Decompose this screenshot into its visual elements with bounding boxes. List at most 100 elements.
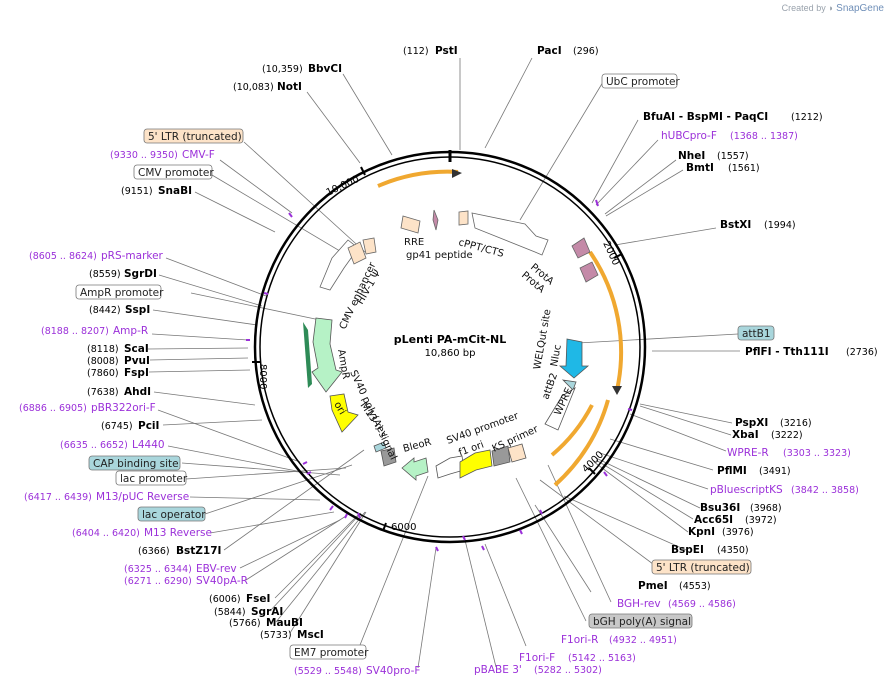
enzyme-bmti[interactable]: BmtI (1561) [686,162,760,174]
enzyme-bfuai[interactable]: BfuAI - BspMI - PaqCI(1212) [643,111,823,123]
enzyme-name: BmtI [686,162,714,174]
primer-name: pRS-marker [101,250,164,262]
enzyme-pos: (112) [403,46,429,57]
enzyme-pos: (7638) [87,387,119,398]
enzyme-scai[interactable]: (8118)ScaI [87,343,149,355]
primer-wpre-r[interactable]: WPRE-R(3303 .. 3323) [727,447,851,459]
primer-sv40pa-r[interactable]: (6271 .. 6290)SV40pA-R [124,575,248,587]
enzyme-pspxi[interactable]: PspXI(3216) [735,417,812,429]
enzyme-psti[interactable]: (112) PstI [403,45,458,57]
box-em7-promoter[interactable]: EM7 promoter [289,644,369,660]
enzyme-pos: (1561) [728,163,760,174]
enzyme-name: PflMI [717,465,747,477]
primer-l4440[interactable]: (6635 .. 6652)L4440 [60,439,165,451]
inner-label-attb2: attB2 [540,372,560,401]
enzyme-xbai[interactable]: XbaI(3222) [732,429,803,441]
primer-pos: (6417 .. 6439) [24,492,92,503]
primer-m13-puc-reverse[interactable]: (6417 .. 6439)M13/pUC Reverse [24,491,189,503]
enzyme-pflmi[interactable]: PflMI(3491) [717,465,791,477]
primer-name: Amp-R [113,325,148,337]
boxed-labels: UbC promoter 5' LTR (truncated) CMV prom… [75,73,775,660]
enzyme-name: PciI [138,420,159,432]
primer-name: EBV-rev [196,563,237,575]
enzyme-name: XbaI [732,429,759,441]
enzyme-sgrdi[interactable]: (8559)SgrDI [89,268,157,280]
enzyme-pmei[interactable]: PmeI(4553) [638,580,711,592]
tick-marks [252,166,623,532]
enzyme-pos: (8559) [89,269,121,280]
credit-brand: SnapGene [836,3,884,14]
primer-cmv-f[interactable]: (9330 .. 9350)CMV-F [110,149,215,161]
box-label: lac operator [142,509,206,521]
snapgene-credit: Created by ◗ SnapGene [782,3,884,14]
enzyme-maubi[interactable]: (5766)MauBI [229,617,303,629]
primer-hubcpro-f[interactable]: hUBCpro-F(1368 .. 1387) [661,130,798,142]
enzyme-bsu36i[interactable]: Bsu36I(3968) [700,502,782,514]
enzyme-pos: (296) [573,46,599,57]
enzyme-pos: (10,359) [262,64,303,75]
enzyme-pcii[interactable]: (6745)PciI [101,420,159,432]
enzyme-pvui[interactable]: (8008)PvuI [87,355,150,367]
box-lac-promoter[interactable]: lac promoter [115,470,188,486]
enzyme-pos: (9151) [121,186,153,197]
enzyme-kpni[interactable]: KpnI(3976) [688,526,754,538]
box-cap-binding[interactable]: CAP binding site [88,455,181,471]
primer-pbr322ori-f[interactable]: (6886 .. 6905)pBR322ori-F [19,402,156,414]
enzyme-name: PstI [435,45,458,57]
enzyme-fsei[interactable]: (6006)FseI [209,593,270,605]
primer-pbluescriptks[interactable]: pBluescriptKS(3842 .. 3858) [710,484,859,496]
enzyme-pos: (4553) [679,581,711,592]
enzyme-name: BspEI [671,544,704,556]
box-5ltr-bottom[interactable]: 5' LTR (truncated) [651,559,752,575]
enzyme-bstz17i[interactable]: (6366)BstZ17I [138,545,221,557]
enzyme-pos: (1212) [791,112,823,123]
primer-sv40pro-f[interactable]: (5529 .. 5548)SV40pro-F [294,665,420,677]
primer-pos: (6325 .. 6344) [124,564,192,575]
box-ubc-promoter[interactable]: UbC promoter [601,73,680,89]
box-attb1[interactable]: attB1 [737,325,775,341]
enzyme-bbvci[interactable]: (10,359)BbvCI [262,63,342,75]
primer-amp-r[interactable]: (8188 .. 8207)Amp-R [41,325,148,337]
primer-name: pBluescriptKS [710,484,783,496]
inner-label-ampr: AmpR [335,349,351,380]
enzyme-msci[interactable]: (5733)MscI [260,629,324,641]
enzyme-sgrai[interactable]: (5844)SgrAI [214,606,283,618]
enzyme-bstxi[interactable]: BstXI(1994) [720,219,796,231]
primer-name: M13 Reverse [144,527,212,539]
enzyme-pos: (3968) [750,503,782,514]
enzyme-nhei[interactable]: NheI(1557) [678,150,749,162]
box-label: CAP binding site [93,458,179,470]
enzyme-sspi[interactable]: (8442)SspI [89,304,150,316]
primer-f1ori-r[interactable]: F1ori-R(4932 .. 4951) [561,634,677,646]
primer-name: hUBCpro-F [661,130,717,142]
enzyme-name: PflFI - Tth111I [745,346,829,358]
enzyme-snabi[interactable]: (9151) SnaBI [121,185,192,197]
enzyme-ahdi[interactable]: (7638)AhdI [87,386,151,398]
box-lac-operator[interactable]: lac operator [137,506,206,522]
enzyme-acc65i[interactable]: Acc65I(3972) [694,514,777,526]
primer-pbabe-3[interactable]: pBABE 3'(5282 .. 5302) [474,664,602,676]
enzyme-pos: (7860) [87,368,119,379]
enzyme-name: MscI [297,629,324,641]
box-ampr-promoter[interactable]: AmpR promoter [75,284,164,300]
primer-prs-marker[interactable]: (8605 .. 8624)pRS-marker [29,250,164,262]
enzyme-pflfi[interactable]: PflFI - Tth111I(2736) [745,346,878,358]
primer-bgh-rev[interactable]: BGH-rev(4569 .. 4586) [617,598,736,610]
primer-pos: (5142 .. 5163) [568,653,636,664]
box-5ltr-top[interactable]: 5' LTR (truncated) [143,128,244,144]
enzyme-pos: (10,083) [233,82,274,93]
enzyme-fspi[interactable]: (7860)FspI [87,367,149,379]
primer-f1ori-f[interactable]: F1ori-F(5142 .. 5163) [519,652,636,664]
enzyme-noti[interactable]: (10,083)NotI [233,81,302,93]
enzyme-paci[interactable]: PacI(296) [537,45,599,57]
tick-label-2000: 2000 [600,240,621,268]
primer-pos: (5282 .. 5302) [534,665,602,676]
enzyme-name: SnaBI [158,185,192,197]
box-cmv-promoter[interactable]: CMV promoter [133,164,214,180]
box-bgh-polya[interactable]: bGH poly(A) signal [588,613,693,629]
inner-label-rre: RRE [404,237,424,248]
box-label: CMV promoter [138,167,214,179]
enzyme-bspei[interactable]: BspEI(4350) [671,544,749,556]
primer-ebv-rev[interactable]: (6325 .. 6344) EBV-rev [124,563,237,575]
primer-m13-reverse[interactable]: (6404 .. 6420)M13 Reverse [72,527,212,539]
